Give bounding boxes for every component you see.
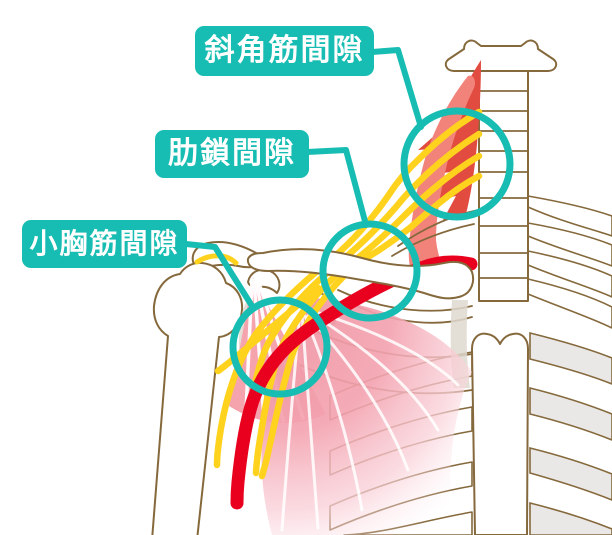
first-rib-line [391,223,475,257]
vertebra-lines [478,90,529,279]
muscle-stripe [314,310,460,387]
scalene-anterior-muscle [408,75,476,298]
leader-line-pec-minor [183,241,255,309]
rib [529,386,612,441]
rib [527,278,612,329]
rib [529,331,612,385]
annotation-label-costoclavicular: 肋鎖間隙 [155,130,309,178]
highlight-ring-interscalene [400,107,514,221]
highlight-ring-pec-minor [229,296,331,398]
annotation-label-pec-minor: 小胸筋間隙 [22,220,187,268]
rib [527,195,612,237]
annotation-label-interscalene: 斜角筋間隙 [195,26,374,76]
leader-line-interscalene [369,47,424,130]
rib [529,446,612,501]
rib-cage-right [527,195,612,535]
rib [527,250,612,298]
leader-line-costoclavicular [304,147,369,228]
rib [529,501,612,535]
rib [527,222,612,267]
humerus [151,261,244,535]
muscle-stripe [310,312,440,432]
muscle-stripe [303,314,364,512]
highlight-ring-costoclavicular [319,220,421,322]
sternum [471,332,529,535]
atlas-vertebra [444,39,558,72]
